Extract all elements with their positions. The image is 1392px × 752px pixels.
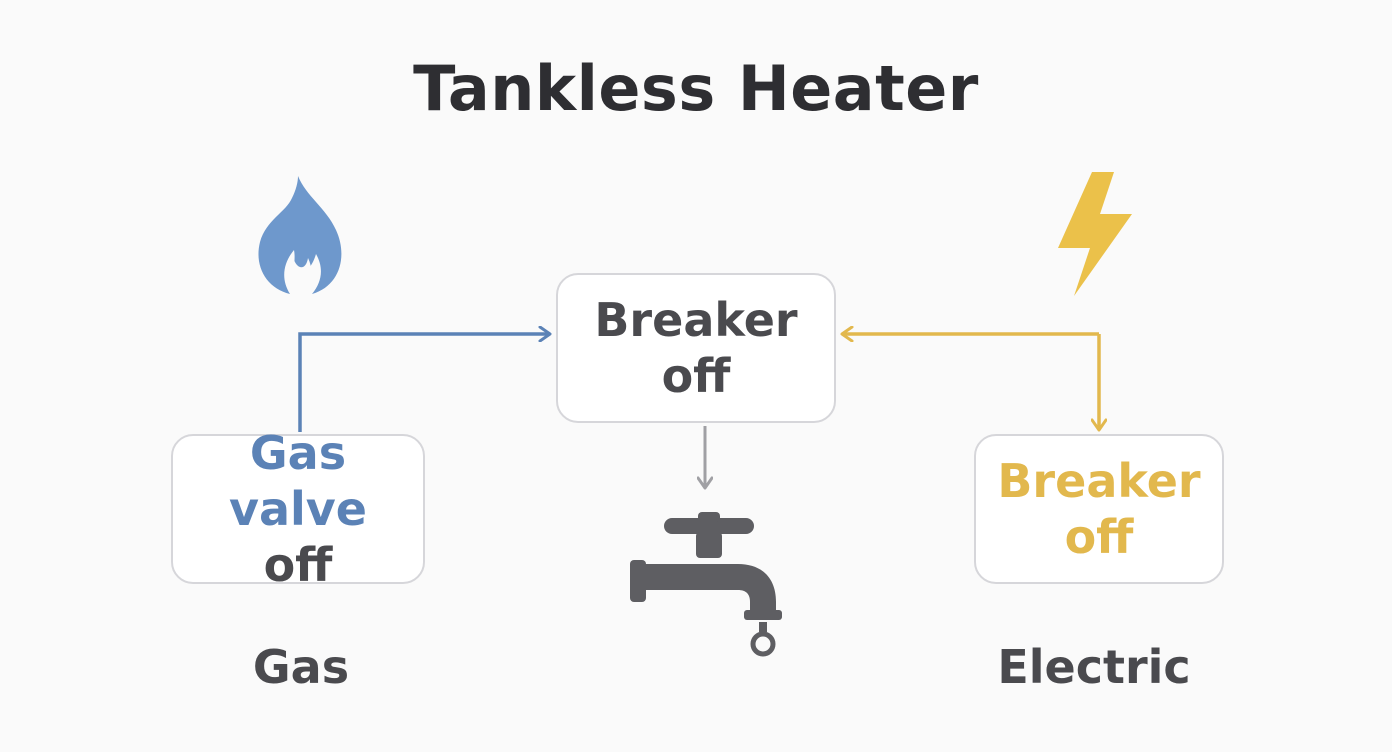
gas-valve-box: Gas valve off [171, 426, 425, 592]
gas-connector-arrow [298, 334, 550, 432]
electric-box-line1: Breaker [997, 454, 1201, 508]
center-box-line2: off [661, 349, 731, 403]
page-title: Tankless Heater [413, 52, 979, 125]
center-breaker-box: Breaker off [556, 273, 836, 423]
electric-box-line2: off [1064, 510, 1134, 564]
lightning-bolt-icon [1058, 172, 1132, 296]
electric-breaker-box: Breaker off [974, 434, 1224, 584]
gas-box-line1: Gas valve [229, 426, 367, 536]
gas-caption: Gas [252, 640, 350, 694]
flame-icon [258, 176, 342, 294]
center-box-line1: Breaker [594, 293, 798, 347]
gas-box-line2: off [263, 538, 333, 592]
electric-caption: Electric [997, 640, 1191, 694]
faucet-icon [630, 512, 782, 657]
